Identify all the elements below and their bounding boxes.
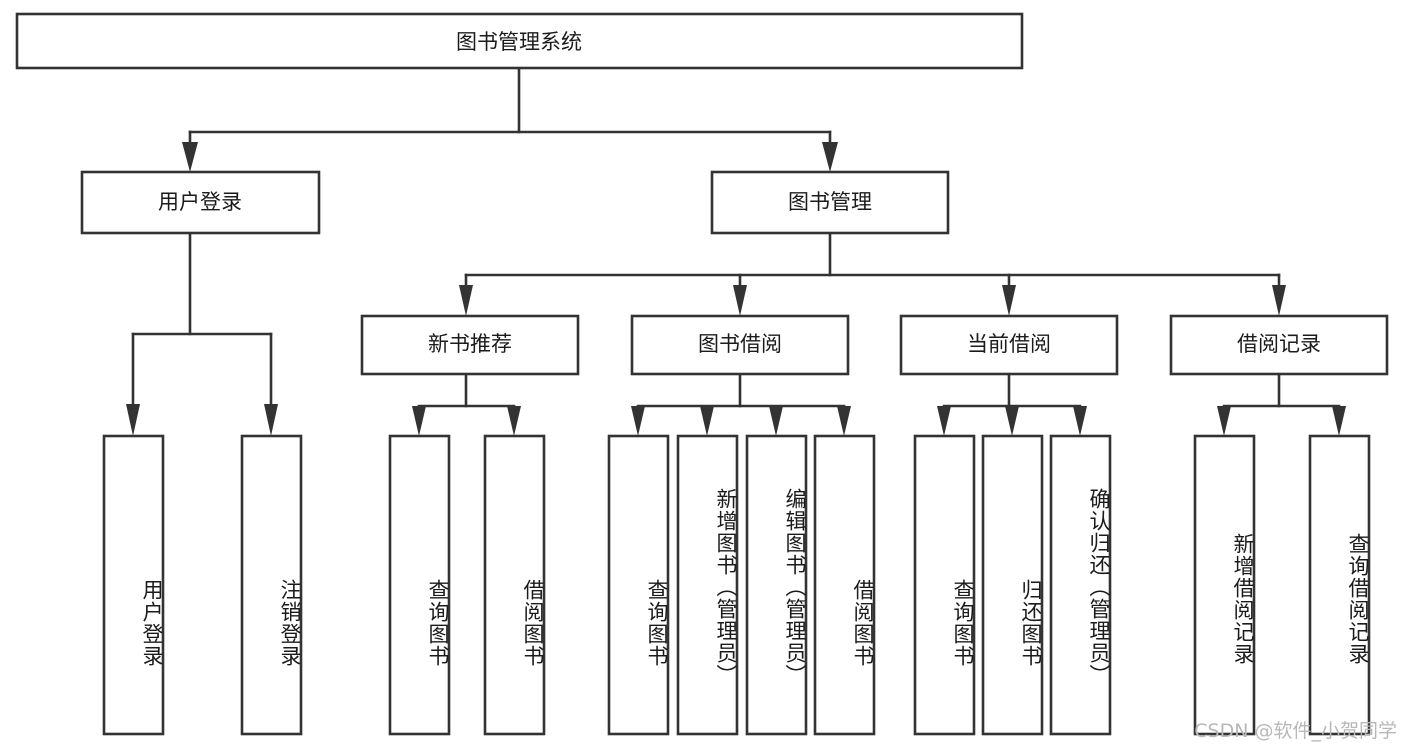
connector-group-book-manage <box>459 231 1286 316</box>
arrow-head-leaf-query-record <box>1332 406 1346 436</box>
node-new-book-recommend[interactable]: 新书推荐 <box>360 314 580 376</box>
node-root-label: 图书管理系统 <box>456 30 582 54</box>
leaf-borrow-book-1-box[interactable] <box>483 434 546 736</box>
leaf-logout-login-box[interactable] <box>240 434 303 736</box>
node-borrow-record-label: 借阅记录 <box>1237 332 1321 356</box>
arrow-head-leaf-borrow-book-2 <box>837 406 851 436</box>
arrow-head-borrow-record <box>1272 285 1286 316</box>
node-current-borrow-box[interactable] <box>899 314 1119 376</box>
node-book-borrow[interactable]: 图书借阅 <box>630 314 850 376</box>
arrow-head-current-borrow <box>1002 285 1016 316</box>
node-user-login[interactable]: 用户登录 <box>80 170 321 235</box>
leaf-add-book-box[interactable] <box>676 434 739 736</box>
node-new-book-recommend-box[interactable] <box>360 314 580 376</box>
connector-group-book-borrow <box>631 372 851 436</box>
arrow-head-user-login <box>182 142 198 172</box>
node-root-box[interactable] <box>15 12 1024 70</box>
connector-group-root <box>182 66 838 172</box>
node-user-login-box[interactable] <box>80 170 321 235</box>
leaf-query-book-1-box[interactable] <box>388 434 451 736</box>
connector-group-new-book-recommend <box>412 372 521 436</box>
arrow-head-leaf-return-book <box>1005 406 1019 436</box>
node-current-borrow-label: 当前借阅 <box>967 332 1051 356</box>
arrow-head-leaf-query-book-2 <box>631 406 645 436</box>
arrow-head-leaf-add-book <box>700 406 714 436</box>
node-book-borrow-box[interactable] <box>630 314 850 376</box>
node-book-manage-box[interactable] <box>710 170 950 235</box>
leaf-confirm-return-box[interactable] <box>1049 434 1112 736</box>
node-new-book-recommend-label: 新书推荐 <box>428 332 512 356</box>
arrow-head-leaf-edit-book <box>769 406 783 436</box>
node-borrow-record[interactable]: 借阅记录 <box>1169 314 1389 376</box>
arrow-head-leaf-logout-login <box>264 404 278 436</box>
node-book-manage[interactable]: 图书管理 <box>710 170 950 235</box>
arrow-head-leaf-add-record <box>1217 406 1231 436</box>
node-current-borrow[interactable]: 当前借阅 <box>899 314 1119 376</box>
node-borrow-record-box[interactable] <box>1169 314 1389 376</box>
arrow-head-leaf-user-login <box>126 404 140 436</box>
connector-group-borrow-record <box>1217 372 1346 436</box>
leaf-user-login-box[interactable] <box>102 434 165 736</box>
arrow-head-leaf-confirm-return <box>1073 406 1087 436</box>
arrow-head-book-borrow <box>733 285 747 316</box>
leaf-query-book-2-box[interactable] <box>607 434 670 736</box>
leaf-borrow-book-2-box[interactable] <box>813 434 876 736</box>
leaf-query-record-box[interactable] <box>1308 434 1371 736</box>
arrow-head-leaf-borrow-book-1 <box>507 406 521 436</box>
arrow-head-leaf-query-book-1 <box>412 406 426 436</box>
arrow-head-book-manage <box>822 142 838 172</box>
leaf-return-book-box[interactable] <box>981 434 1044 736</box>
csdn-watermark: CSDN @软件_小贺同学 <box>1194 720 1397 742</box>
leaf-query-book-3-box[interactable] <box>913 434 976 736</box>
connector-group-current-borrow <box>937 372 1087 436</box>
node-root[interactable]: 图书管理系统 <box>15 12 1024 70</box>
node-user-login-label: 用户登录 <box>158 190 242 214</box>
leaf-boxes <box>102 434 1371 736</box>
node-book-borrow-label: 图书借阅 <box>698 332 782 356</box>
arrow-head-leaf-query-book-3 <box>937 406 951 436</box>
leaf-edit-book-box[interactable] <box>745 434 808 736</box>
leaf-add-record-box[interactable] <box>1193 434 1256 736</box>
connector-group-user-login <box>126 231 278 436</box>
arrow-head-new-book-recommend <box>459 285 473 316</box>
node-book-manage-label: 图书管理 <box>788 190 872 214</box>
